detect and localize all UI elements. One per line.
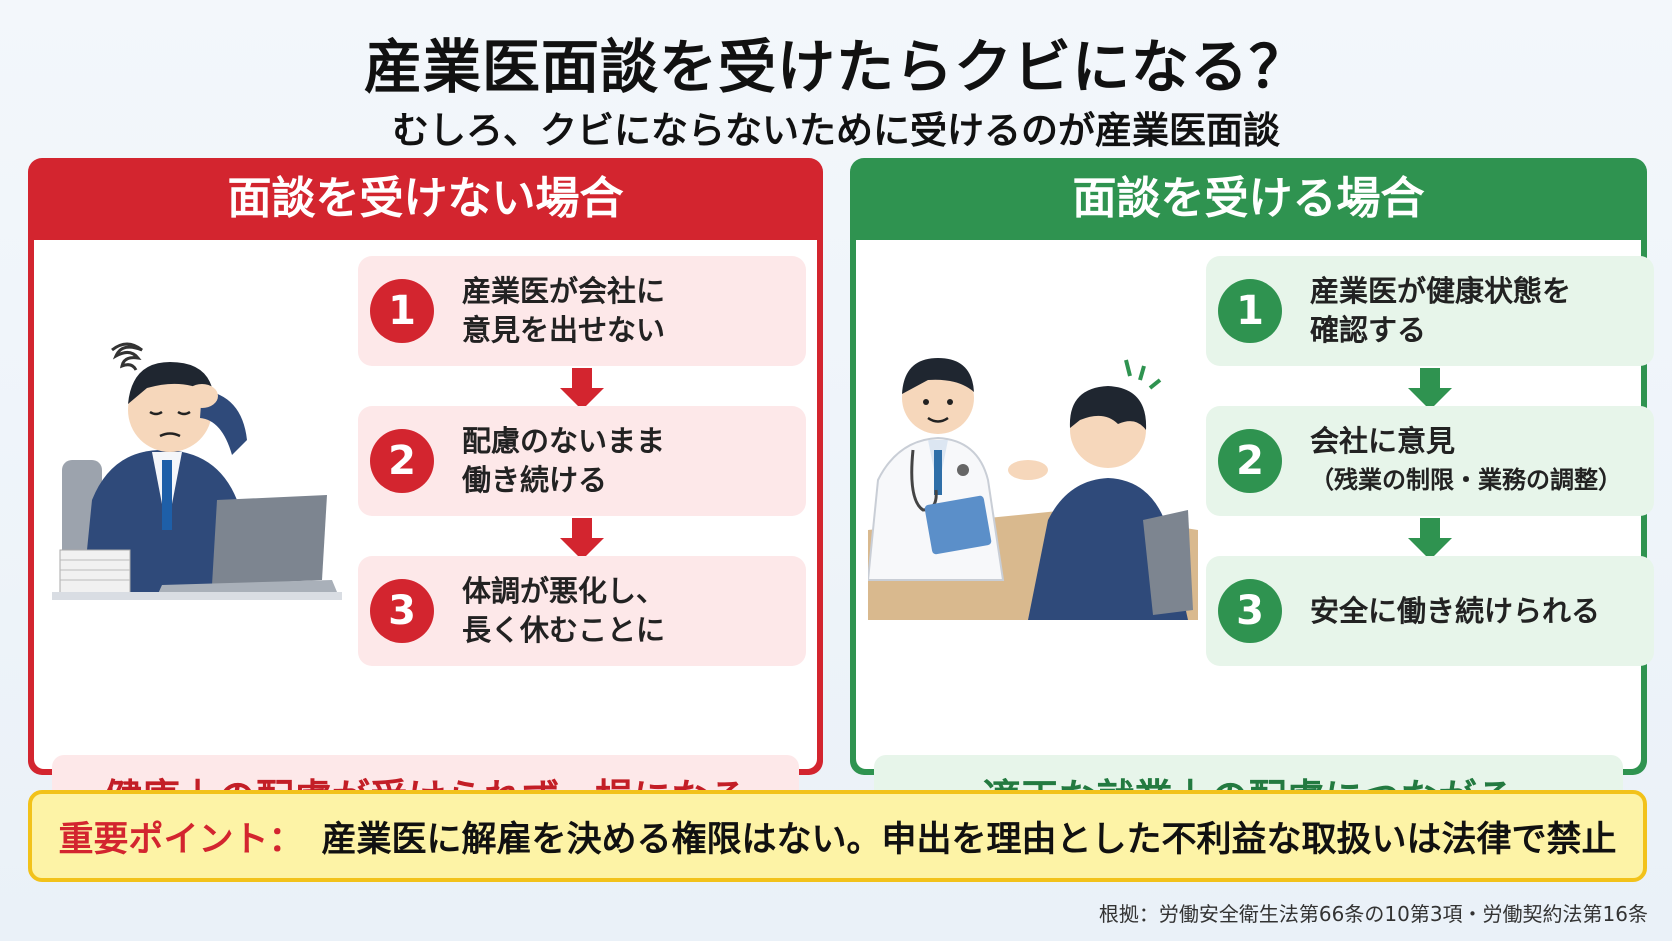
panel-header-right: 面談を受ける場合 [1072, 173, 1425, 224]
down-arrow-icon [560, 518, 604, 562]
step-number: 2 [370, 429, 434, 493]
source-citation: 根拠：労働安全衛生法第66条の10第3項・労働契約法第16条 [1098, 902, 1648, 926]
step-text: 安全に働き続けられる [1310, 593, 1601, 628]
step-number: 3 [370, 579, 434, 643]
step-text: 配慮のないまま 働き続ける [462, 424, 666, 497]
step-3: 3 安全に働き続けられる [1206, 556, 1654, 666]
step-1: 1 産業医が会社に 意見を出せない [358, 256, 806, 366]
step-number: 3 [1218, 579, 1282, 643]
doctor-consultation-illustration [868, 358, 1198, 620]
panel-body-left: 1 産業医が会社に 意見を出せない 2 配慮のないまま 働き続ける 3 体調が悪… [34, 240, 817, 841]
key-point-label: 重要ポイント： [58, 819, 304, 860]
panel-no-interview: 面談を受けない場合 [28, 158, 823, 841]
key-point-banner: 重要ポイント： 産業医に解雇を決める権限はない。申出を理由とした不利益な取扱いは… [28, 790, 1647, 882]
down-arrow-icon [560, 368, 604, 412]
step-number: 2 [1218, 429, 1282, 493]
panel-body-right: 1 産業医が健康状態を 確認する 2 会社に意見 （残業の制限・業務の調整） 3… [856, 240, 1654, 841]
key-point-text: 産業医に解雇を決める権限はない。申出を理由とした不利益な取扱いは法律で禁止 [321, 819, 1617, 860]
step-text: 産業医が会社に 意見を出せない [462, 274, 666, 347]
page-subtitle: むしろ、クビにならないために受けるのが産業医面談 [392, 109, 1280, 152]
step-text: 産業医が健康状態を 確認する [1310, 274, 1572, 347]
step-text: 体調が悪化し、 長く休むことに [462, 574, 666, 647]
step-1: 1 産業医が健康状態を 確認する [1206, 256, 1654, 366]
down-arrow-icon [1408, 518, 1452, 562]
panel-with-interview: 面談を受ける場合 [850, 158, 1654, 841]
step-text: 会社に意見 （残業の制限・業務の調整） [1310, 424, 1622, 494]
step-number: 1 [1218, 279, 1282, 343]
stressed-worker-illustration [52, 342, 342, 600]
page-title: 産業医面談を受けたらクビになる？ [363, 33, 1308, 101]
panel-header-left: 面談を受けない場合 [227, 173, 624, 224]
down-arrow-icon [1408, 368, 1452, 412]
step-number: 1 [370, 279, 434, 343]
step-2: 2 配慮のないまま 働き続ける [358, 406, 806, 516]
step-2: 2 会社に意見 （残業の制限・業務の調整） [1206, 406, 1654, 516]
step-3: 3 体調が悪化し、 長く休むことに [358, 556, 806, 666]
